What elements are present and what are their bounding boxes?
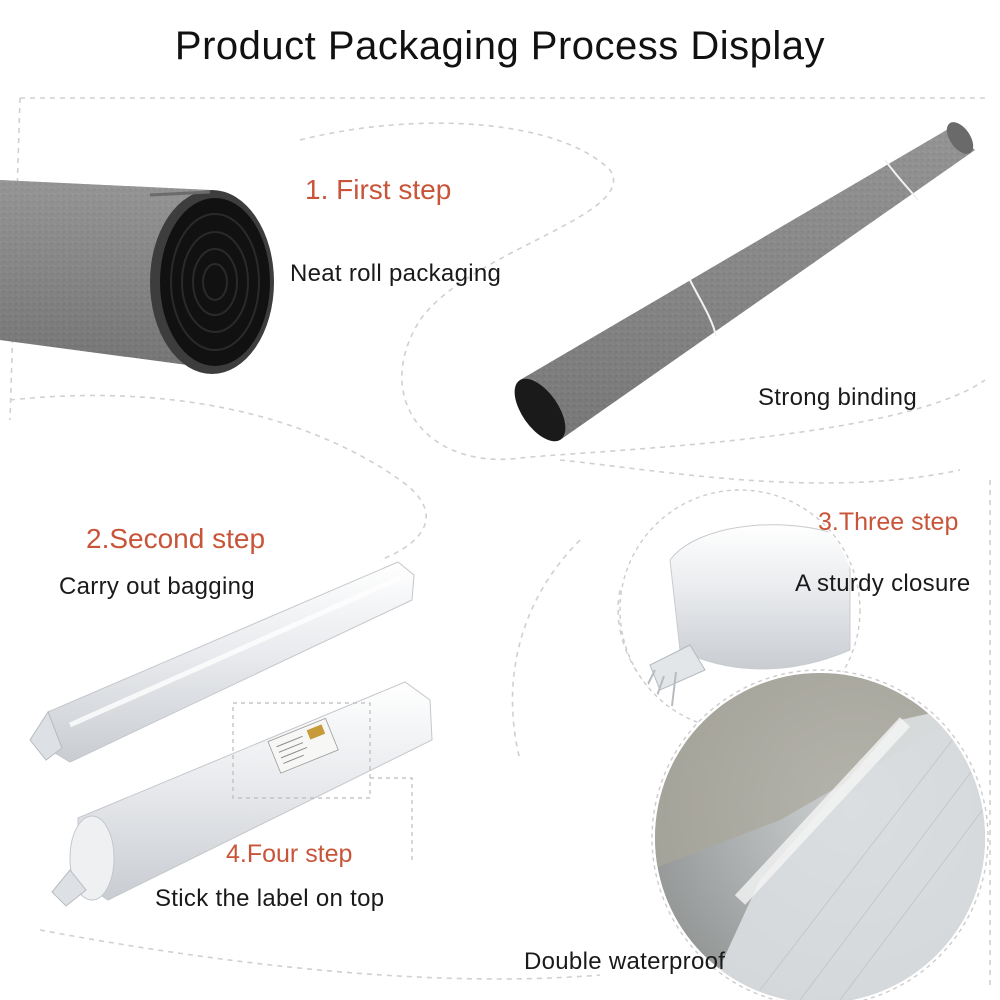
step-4-caption-label: Stick the label on top xyxy=(155,885,385,912)
step-3-caption: A sturdy closure xyxy=(795,570,971,597)
page-title: Product Packaging Process Display xyxy=(174,24,826,68)
step-4-heading: 4.Four step xyxy=(226,840,353,868)
step-3-heading: 3.Three step xyxy=(818,508,959,536)
step-1-caption-binding: Strong binding xyxy=(758,384,917,411)
step-1-caption-neat-roll: Neat roll packaging xyxy=(290,260,502,287)
bound-felt-roll-photo xyxy=(514,122,975,442)
step-1-heading: 1. First step xyxy=(305,174,452,205)
waterproof-layer-photo xyxy=(651,669,989,1000)
closure-tie-photo xyxy=(619,489,861,731)
step-2-heading: 2.Second step xyxy=(86,523,266,554)
bagged-roll-photo xyxy=(29,561,415,763)
step-2-caption: Carry out bagging xyxy=(59,573,255,600)
step-4-caption-waterproof: Double waterproof xyxy=(524,948,726,975)
labeled-roll-photo xyxy=(51,681,433,907)
felt-roll-end-photo xyxy=(0,180,274,374)
